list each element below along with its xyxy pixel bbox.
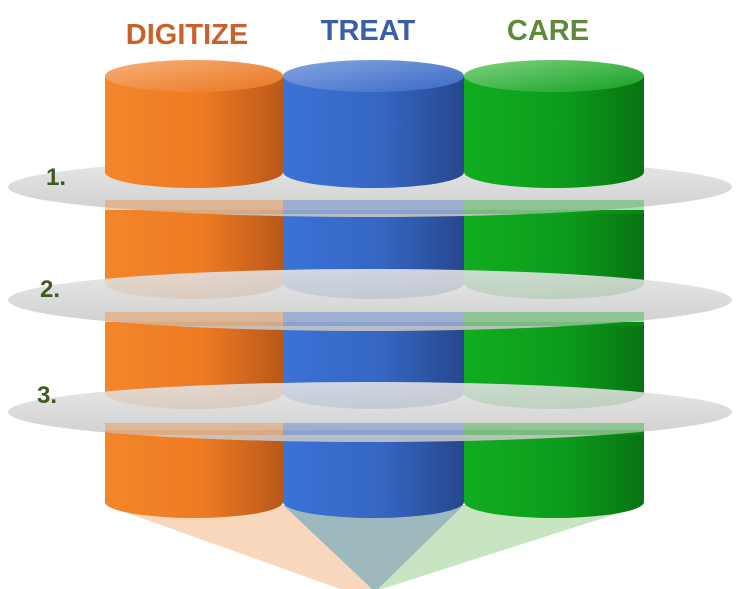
treat-cap <box>283 60 464 92</box>
treat-segment-1 <box>283 76 464 188</box>
care-segment-1 <box>464 76 644 188</box>
level-disks <box>8 157 732 442</box>
column-title-digitize: DIGITIZE <box>126 19 248 51</box>
level-label-3: 3. <box>37 382 57 409</box>
level-label-1: 1. <box>46 164 66 191</box>
digitize-cap <box>105 60 283 92</box>
base-reflection <box>105 505 644 589</box>
level-disk-2 <box>8 269 732 331</box>
column-title-care: CARE <box>507 15 589 47</box>
care-cap <box>464 60 644 92</box>
care-segment-4 <box>464 430 644 518</box>
reflection-blue <box>283 505 464 589</box>
digitize-segment-4 <box>105 430 283 518</box>
top-segments <box>105 60 644 188</box>
cylinder-segments <box>105 210 644 518</box>
column-title-treat: TREAT <box>321 15 416 47</box>
disk-reflections <box>105 200 644 435</box>
level-label-2: 2. <box>40 276 60 303</box>
level-disk-3 <box>8 382 732 442</box>
treat-segment-4 <box>283 430 464 518</box>
reflection-green <box>378 505 644 589</box>
digitize-segment-1 <box>105 76 283 188</box>
